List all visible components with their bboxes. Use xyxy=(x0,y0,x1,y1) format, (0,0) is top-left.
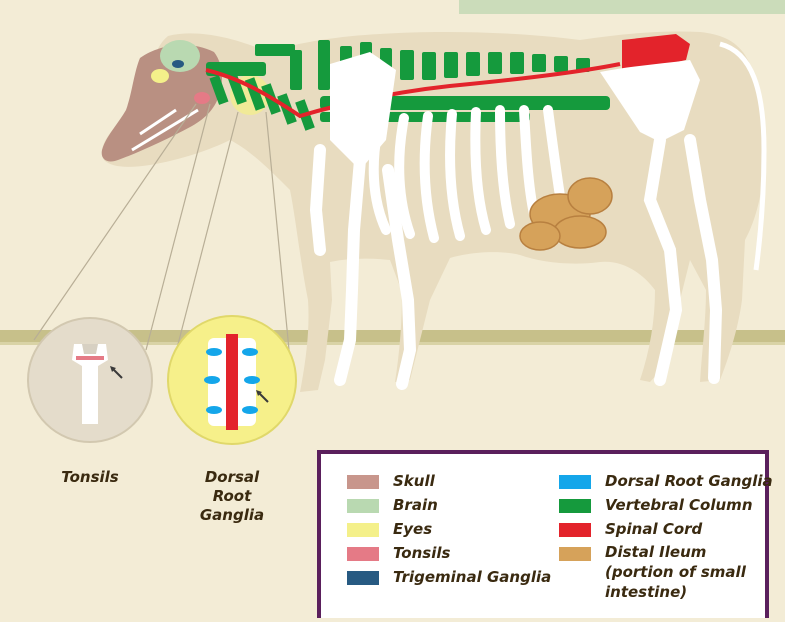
dorsal-root-caption: Dorsal Root Ganglia xyxy=(184,468,280,525)
trigeminal-ganglia-shape xyxy=(172,60,184,68)
legend-swatch xyxy=(347,571,379,585)
legend-swatch xyxy=(559,547,591,561)
legend-swatch xyxy=(559,475,591,489)
legend-label: Dorsal Root Ganglia xyxy=(605,470,773,492)
tonsils-caption: Tonsils xyxy=(42,468,138,487)
legend-swatch xyxy=(347,499,379,513)
legend-label: Skull xyxy=(393,470,435,492)
legend-label: Brain xyxy=(393,494,438,516)
legend-label: Tonsils xyxy=(393,542,450,564)
legend-swatch xyxy=(559,523,591,537)
legend-swatch xyxy=(347,547,379,561)
legend-swatch xyxy=(559,499,591,513)
legend-swatch xyxy=(347,475,379,489)
dorsal-root-zoom-circle xyxy=(168,316,296,444)
legend-label: Trigeminal Ganglia xyxy=(393,566,551,588)
eye-shape xyxy=(151,69,169,83)
legend-label: Spinal Cord xyxy=(605,518,702,540)
top-banner xyxy=(459,0,785,14)
tonsils-shape xyxy=(194,92,210,104)
legend-label: Eyes xyxy=(393,518,432,540)
tonsils-zoom-circle xyxy=(28,318,152,442)
legend-label: Distal Ileum (portion of small intestine… xyxy=(605,542,771,602)
legend-swatch xyxy=(347,523,379,537)
legend-label: Vertebral Column xyxy=(605,494,753,516)
